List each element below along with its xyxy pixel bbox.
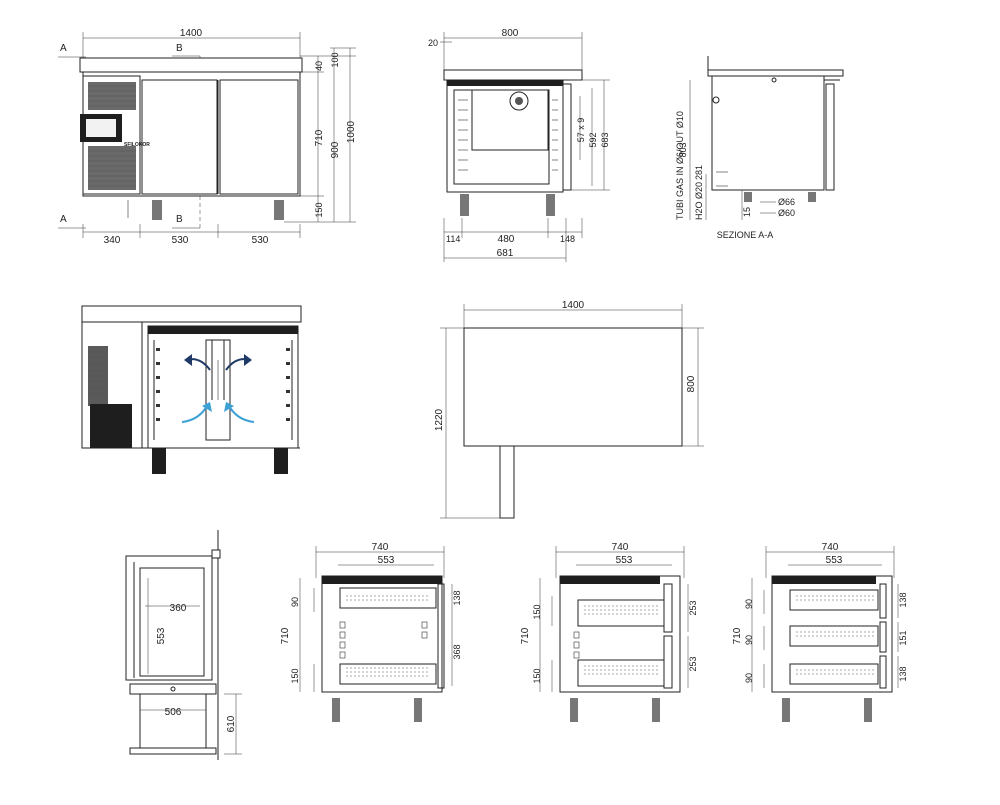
door-view: 360 553 506 610 [125, 530, 242, 760]
d2-w740: 740 [612, 542, 629, 553]
drawers-view-2: 740 553 150 710 150 253 253 [520, 542, 698, 722]
door-h553: 553 [156, 627, 167, 644]
front-width-label: 1400 [180, 28, 203, 39]
drawers-view-3: 740 553 90 710 90 90 138 151 [732, 542, 908, 722]
front-vent-grille [88, 82, 136, 190]
d3-h90-bottom: 90 [744, 673, 754, 683]
gas-pipe-icon [712, 96, 720, 104]
d3-w740: 740 [822, 542, 839, 553]
front-h-legs: 150 [314, 202, 324, 217]
side-w114: 114 [446, 234, 460, 244]
water-label: H2O Ø20 [694, 182, 704, 220]
side-pitch: 57 x 9 [576, 118, 586, 143]
section-h281: 281 [694, 165, 704, 180]
d2-w553: 553 [616, 555, 633, 566]
d3-h90-top: 90 [744, 599, 754, 609]
d3-h138-top: 138 [898, 592, 908, 607]
door-w506: 506 [165, 707, 182, 718]
front-leg-right [274, 200, 284, 220]
front-seg-mid: 530 [172, 235, 189, 246]
section-a-bottom: A [60, 214, 67, 225]
side-h683: 683 [600, 132, 610, 147]
side-width-label: 800 [502, 28, 519, 39]
side-w480: 480 [498, 234, 515, 245]
front-h-900: 900 [330, 141, 341, 158]
gas-pipes-label: TUBI GAS IN Ø6/OUT Ø10 [675, 111, 685, 220]
front-leg-left [152, 200, 162, 220]
section-aa-view: 803 TUBI GAS IN Ø6/OUT Ø10 H2O Ø20 281 1… [675, 56, 844, 240]
condenser-unit [90, 404, 132, 448]
d3-h710: 710 [732, 627, 743, 644]
drawers-view-1: 740 553 90 710 150 138 368 [280, 542, 462, 722]
d3-h138-bottom: 138 [898, 666, 908, 681]
side-w148: 148 [560, 234, 575, 244]
front-seg-left: 340 [104, 235, 121, 246]
plan-depth-label: 800 [686, 375, 697, 392]
d1-h710: 710 [280, 627, 291, 644]
d3-w553: 553 [826, 555, 843, 566]
d2-h150-top: 150 [532, 604, 542, 619]
door-h610: 610 [226, 715, 237, 732]
side-h592: 592 [588, 132, 598, 147]
side-top-offset: 20 [428, 38, 438, 48]
side-view: 800 20 [428, 28, 610, 262]
section-b-top: B [176, 43, 183, 54]
d2-h253-top: 253 [688, 600, 698, 615]
section-a-top: A [60, 43, 67, 54]
d1-h138: 138 [452, 590, 462, 605]
plan-view: 1400 800 1220 [434, 300, 704, 519]
front-h-top2: 100 [330, 52, 340, 67]
plan-width-label: 1400 [562, 300, 585, 311]
d2-h710: 710 [520, 627, 531, 644]
side-leg-left [460, 194, 469, 216]
section-d60: Ø60 [778, 208, 795, 218]
section-h15: 15 [742, 207, 752, 217]
d1-w553: 553 [378, 555, 395, 566]
section-title: SEZIONE A-A [717, 230, 774, 240]
d2-h253-bottom: 253 [688, 656, 698, 671]
d1-w740: 740 [372, 542, 389, 553]
d3-h90-mid: 90 [744, 635, 754, 645]
side-w681: 681 [497, 248, 514, 259]
front-seg-right: 530 [252, 235, 269, 246]
plan-open-door [499, 445, 515, 519]
door-w360: 360 [170, 603, 187, 614]
airflow-view [81, 305, 302, 474]
d2-h150-bottom: 150 [532, 668, 542, 683]
front-h-top: 40 [314, 61, 324, 71]
section-d66: Ø66 [778, 197, 795, 207]
airflow-leg-right [274, 448, 288, 474]
side-leg-right [546, 194, 555, 216]
brand-logo: SFILOKOR [124, 142, 150, 148]
d3-h151: 151 [898, 630, 908, 645]
front-h-1000: 1000 [346, 120, 357, 143]
section-h803: 803 [678, 142, 688, 157]
section-b-bottom: B [176, 214, 183, 225]
front-h-body: 710 [314, 129, 325, 146]
airflow-leg-left [152, 448, 166, 474]
plan-total-depth-label: 1220 [434, 408, 445, 431]
d1-h150: 150 [290, 668, 300, 683]
plan-worktop [463, 327, 683, 447]
d1-h368: 368 [452, 644, 462, 659]
d1-h90: 90 [290, 597, 300, 607]
front-view: 1400 A B A B [58, 28, 357, 246]
